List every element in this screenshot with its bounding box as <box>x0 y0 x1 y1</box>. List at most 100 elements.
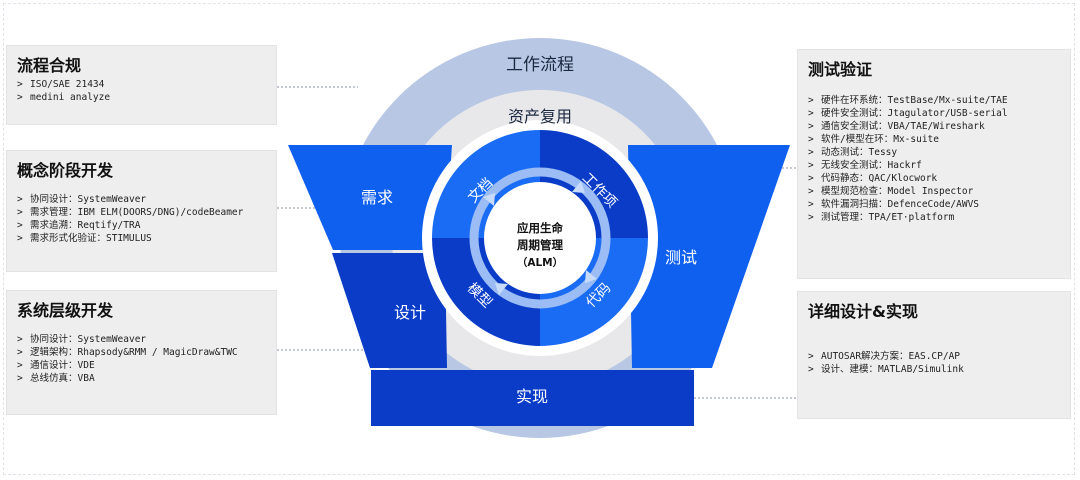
list-item-text: 设计、建模：MATLAB/Simulink <box>821 364 964 375</box>
list-item-text: 软件/模型在环：Mx-suite <box>821 134 939 145</box>
panel-list: > AUTOSAR解决方案：EAS.CP/AP > 设计、建模：MATLAB/Simu… <box>808 350 964 376</box>
cycle-arrow-icon <box>495 283 508 295</box>
list-item-text: 动态测试：Tessy <box>821 147 898 158</box>
outer-ring-label: 工作流程 <box>506 55 574 75</box>
list-item-text: 总线仿真：VBA <box>30 373 95 384</box>
chevron-right-icon: > <box>808 173 814 184</box>
list-item: > 模型规范检查：Model Inspector <box>808 185 1008 198</box>
v-block-implementation <box>371 370 694 426</box>
panel-detailed-design: 详细设计&实现 > AUTOSAR解决方案：EAS.CP/AP > 设计、建模：MAT… <box>797 291 1071 419</box>
panel-system-level: 系统层级开发 > 协同设计：SystemWeaver > 逻辑架构：Rhapsody&… <box>6 290 277 415</box>
chevron-right-icon: > <box>808 351 814 362</box>
chevron-right-icon: > <box>17 334 23 345</box>
list-item-text: 逻辑架构：Rhapsody&RMM / MagicDraw&TWC <box>30 347 238 358</box>
chevron-right-icon: > <box>808 186 814 197</box>
list-item-text: 协同设计：SystemWeaver <box>30 334 147 345</box>
v-block-design <box>332 253 447 368</box>
list-item: > 硬件在环系统：TestBase/Mx-suite/TAE <box>808 94 1008 107</box>
v-label-implementation: 实现 <box>516 387 548 406</box>
list-item: > 需求追溯：Reqtify/TRA <box>17 219 243 232</box>
cycle-arrow-icon <box>572 181 585 193</box>
list-item: > 协同设计：SystemWeaver <box>17 333 238 346</box>
chevron-right-icon: > <box>17 347 23 358</box>
center-label-line2: 周期管理 <box>517 238 563 252</box>
panel-process-compliance: 流程合规 > ISO/SAE 21434 > medini analyze <box>6 45 277 125</box>
panel-title: 流程合规 <box>17 56 82 75</box>
panel-title: 系统层级开发 <box>17 301 114 320</box>
list-item-text: 通信设计：VDE <box>30 360 95 371</box>
chevron-right-icon: > <box>17 92 23 103</box>
list-item-text: 需求追溯：Reqtify/TRA <box>30 220 141 231</box>
list-item-text: 硬件安全测试：Jtagulator/USB-serial <box>821 108 1008 119</box>
cycle-ring <box>469 167 611 309</box>
list-item: > medini analyze <box>17 91 110 104</box>
chevron-right-icon: > <box>808 147 814 158</box>
list-item-text: 硬件在环系统：TestBase/Mx-suite/TAE <box>821 95 1008 106</box>
chevron-right-icon: > <box>808 364 814 375</box>
list-item-text: AUTOSAR解决方案：EAS.CP/AP <box>821 351 961 362</box>
list-item: > 协同设计：SystemWeaver <box>17 193 243 206</box>
list-item-text: ISO/SAE 21434 <box>30 79 105 90</box>
chevron-right-icon: > <box>17 360 23 371</box>
chevron-right-icon: > <box>808 95 814 106</box>
cycle-arrow-icon <box>585 270 597 283</box>
cycle-arrow-icon <box>483 193 495 206</box>
list-item: > 总线仿真：VBA <box>17 372 238 385</box>
chevron-right-icon: > <box>808 160 814 171</box>
chevron-right-icon: > <box>17 207 23 218</box>
list-item: > 代码静态：QAC/Klocwork <box>808 172 1008 185</box>
chevron-right-icon: > <box>17 79 23 90</box>
panel-title: 详细设计&实现 <box>808 302 918 321</box>
list-item-text: 无线安全测试：Hackrf <box>821 160 922 171</box>
center-label-line3: （ALM） <box>517 256 563 269</box>
panel-list: > ISO/SAE 21434 > medini analyze <box>17 78 110 104</box>
chevron-right-icon: > <box>808 121 814 132</box>
list-item: > 通信安全测试：VBA/TAE/Wireshark <box>808 120 1008 133</box>
list-item-text: 测试管理：TPA/ET·platform <box>821 212 955 223</box>
list-item-text: 需求形式化验证：STIMULUS <box>30 233 152 244</box>
chevron-right-icon: > <box>17 233 23 244</box>
list-item: > 无线安全测试：Hackrf <box>808 159 1008 172</box>
chevron-right-icon: > <box>17 194 23 205</box>
chevron-right-icon: > <box>808 199 814 210</box>
diagram-frame <box>3 3 1075 475</box>
center-label-line1: 应用生命 <box>517 221 563 235</box>
panel-test-verification: 测试验证 > 硬件在环系统：TestBase/Mx-suite/TAE > 硬件安全测… <box>797 49 1071 279</box>
v-label-requirements: 需求 <box>361 188 393 207</box>
list-item: > 逻辑架构：Rhapsody&RMM / MagicDraw&TWC <box>17 346 238 359</box>
list-item: > 动态测试：Tessy <box>808 146 1008 159</box>
list-item: > 软件漏洞扫描：DefenceCode/AWVS <box>808 198 1008 211</box>
v-label-design: 设计 <box>394 303 426 322</box>
chevron-right-icon: > <box>17 220 23 231</box>
panel-concept-phase: 概念阶段开发 > 协同设计：SystemWeaver > 需求管理：IBM ELM(D… <box>6 150 277 272</box>
list-item: > 需求管理：IBM ELM(DOORS/DNG)/codeBeamer <box>17 206 243 219</box>
inner-ring-label: 资产复用 <box>508 107 572 126</box>
panel-title: 测试验证 <box>808 60 873 79</box>
panel-list: > 协同设计：SystemWeaver > 逻辑架构：Rhapsody&RMM / M… <box>17 333 238 385</box>
list-item-text: 需求管理：IBM ELM(DOORS/DNG)/codeBeamer <box>30 207 244 218</box>
center-circle <box>484 182 596 294</box>
chevron-right-icon: > <box>808 212 814 223</box>
list-item: > 硬件安全测试：Jtagulator/USB-serial <box>808 107 1008 120</box>
v-block-test <box>628 145 790 368</box>
list-item-text: medini analyze <box>30 92 111 103</box>
list-item: > 测试管理：TPA/ET·platform <box>808 211 1008 224</box>
v-label-test: 测试 <box>665 248 697 267</box>
list-item-text: 软件漏洞扫描：DefenceCode/AWVS <box>821 199 980 210</box>
list-item: > 通信设计：VDE <box>17 359 238 372</box>
list-item: > 软件/模型在环：Mx-suite <box>808 133 1008 146</box>
list-item-text: 通信安全测试：VBA/TAE/Wireshark <box>821 121 985 132</box>
chevron-right-icon: > <box>17 373 23 384</box>
panel-list: > 协同设计：SystemWeaver > 需求管理：IBM ELM(DOORS/DN… <box>17 193 243 245</box>
v-block-requirements <box>288 145 452 250</box>
chevron-right-icon: > <box>808 108 814 119</box>
chevron-right-icon: > <box>808 134 814 145</box>
list-item: > 需求形式化验证：STIMULUS <box>17 232 243 245</box>
list-item-text: 协同设计：SystemWeaver <box>30 194 147 205</box>
list-item-text: 代码静态：QAC/Klocwork <box>821 173 938 184</box>
list-item-text: 模型规范检查：Model Inspector <box>821 186 974 197</box>
list-item: > 设计、建模：MATLAB/Simulink <box>808 363 964 376</box>
panel-title: 概念阶段开发 <box>17 161 114 180</box>
list-item: > AUTOSAR解决方案：EAS.CP/AP <box>808 350 964 363</box>
